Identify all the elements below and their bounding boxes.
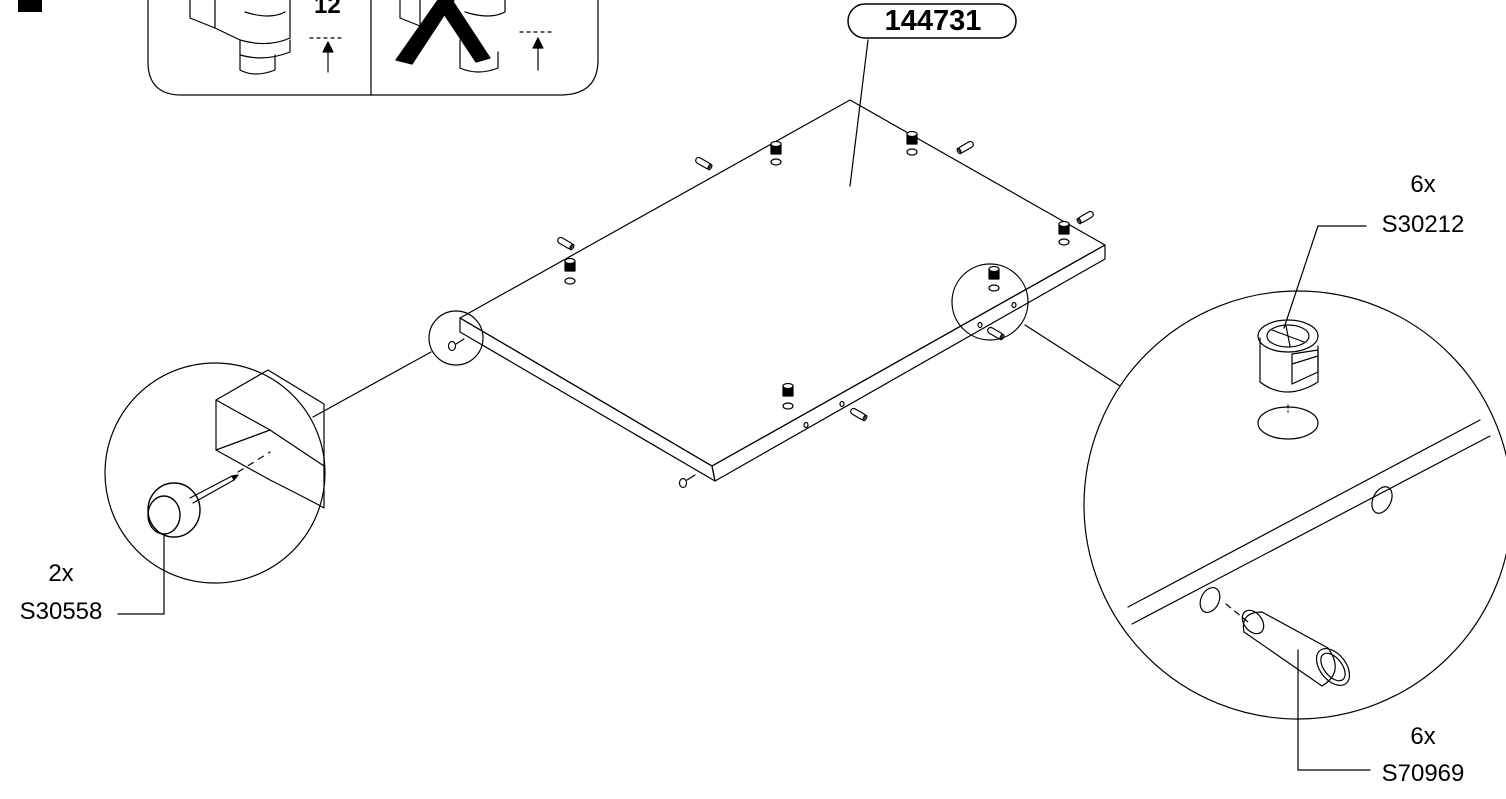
callout-cam-lock-qty: 6x — [1410, 171, 1436, 198]
incorrect-install-sketch — [395, 0, 556, 73]
incorrect-depth-label: 0 — [528, 0, 541, 4]
correct-depth-label: 12 — [314, 0, 341, 19]
callout-dowel-code: S70969 — [1381, 760, 1465, 787]
panel-board — [459, 99, 1106, 482]
detail-circle-small-left — [428, 310, 484, 366]
step-number-mark — [18, 0, 42, 12]
detail-inset-panel — [147, 0, 599, 96]
correct-install-sketch — [189, 0, 346, 75]
callout-nail-glide-code: S30558 — [19, 598, 103, 625]
zoom-circle-cam-dowel — [1083, 225, 1506, 771]
board-edge-holes — [803, 301, 1017, 429]
part-number-label: 144731 — [884, 5, 982, 37]
callout-cam-lock-code: S30212 — [1381, 211, 1465, 238]
detail-circle-small-right — [951, 263, 1029, 341]
zoom-circle-nail-glide — [104, 362, 326, 615]
board-dowels — [557, 140, 1094, 422]
part-number-pill — [847, 3, 1017, 39]
board-cam-locks — [564, 130, 1070, 410]
callout-dowel-qty: 6x — [1410, 723, 1436, 750]
board-nail-glides — [447, 338, 696, 489]
cross-mark-icon — [395, 0, 491, 65]
callout-nail-glide-qty: 2x — [48, 560, 74, 587]
